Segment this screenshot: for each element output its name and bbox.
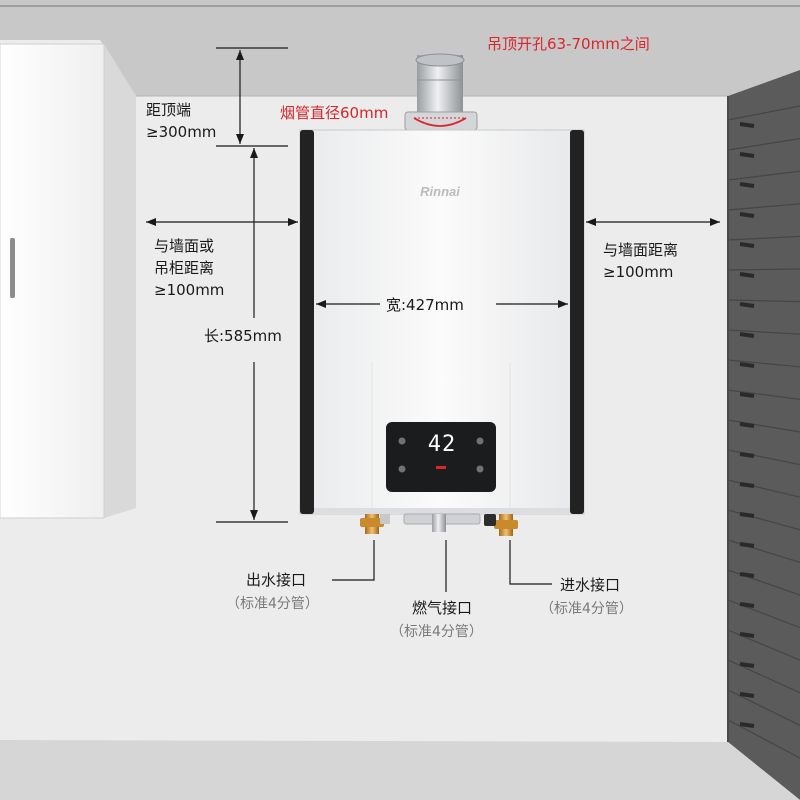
button-bottom-left[interactable] xyxy=(398,465,406,473)
flue-diameter-arc xyxy=(413,117,467,127)
flue-pipe-top xyxy=(415,53,465,67)
top-clearance-value: ≥300mm xyxy=(146,123,217,141)
tile-line xyxy=(727,299,800,303)
tile-grout xyxy=(739,422,755,428)
tile-line xyxy=(727,268,800,271)
arrow-top-clearance-down xyxy=(236,134,244,144)
temperature-display: 42 xyxy=(427,432,457,457)
button-bottom-right[interactable] xyxy=(476,465,484,473)
right-clearance-line1: 与墙面距离 xyxy=(603,241,679,259)
tile-grout xyxy=(739,362,755,368)
brand-logo: Rinnai xyxy=(420,184,460,199)
ceiling-hole-label: 吊顶开孔63-70mm之间 xyxy=(487,35,650,53)
tile-grout xyxy=(739,242,755,248)
tile-grout xyxy=(739,632,755,638)
arrow-left-clearance-left xyxy=(146,218,156,226)
tile-grout xyxy=(739,692,755,698)
arrow-length-down xyxy=(250,510,258,520)
arrow-length-up xyxy=(250,148,258,158)
right-wall-tiles xyxy=(727,105,800,759)
mounting-bracket xyxy=(404,111,478,131)
tile-line xyxy=(727,329,800,335)
tile-line xyxy=(727,479,800,498)
tile-grout xyxy=(739,452,755,458)
tile-line xyxy=(727,449,800,466)
gas-inlet-label: 燃气接口 xyxy=(412,599,473,617)
water-outlet-leader xyxy=(332,540,375,581)
ceiling xyxy=(0,0,800,96)
tile-grout xyxy=(739,302,755,308)
arrow-width-left xyxy=(316,300,326,308)
flue-diameter-label: 烟管直径60mm xyxy=(278,103,391,123)
arrow-left-clearance-right xyxy=(288,218,298,226)
left-clearance-line2: 吊柜距离 xyxy=(154,259,215,277)
tile-line xyxy=(727,138,800,151)
cabinet-side xyxy=(104,44,136,518)
tile-grout xyxy=(739,602,755,608)
water-inlet-spec: （标准4分管） xyxy=(540,601,633,617)
water-outlet-spec: （标准4分管） xyxy=(226,596,319,612)
button-top-left[interactable] xyxy=(398,437,406,445)
wall-cabinet xyxy=(0,43,105,519)
tile-line xyxy=(727,235,800,241)
control-panel xyxy=(386,422,496,492)
tile-line xyxy=(727,719,800,759)
water-inlet-label: 进水接口 xyxy=(560,576,621,594)
tile-line xyxy=(727,539,800,563)
tile-grout xyxy=(739,122,755,128)
gas-inlet-spec: （标准4分管） xyxy=(390,624,483,640)
gas-inlet-pipe xyxy=(432,514,446,532)
tile-grout xyxy=(739,722,755,728)
tile-grout xyxy=(739,332,755,338)
top-clearance-title: 距顶端 xyxy=(146,101,192,119)
tile-grout xyxy=(739,212,755,218)
bottom-trim xyxy=(314,508,570,514)
tile-line xyxy=(727,170,800,181)
arrow-top-clearance-up xyxy=(236,50,244,60)
width-label: 宽:427mm xyxy=(386,296,464,314)
tile-line xyxy=(727,419,800,433)
button-top-right[interactable] xyxy=(476,437,484,445)
right-side-panel xyxy=(570,130,584,514)
flame-indicator xyxy=(436,466,446,469)
water-outlet-label: 出水接口 xyxy=(246,571,307,589)
tile-line xyxy=(727,509,800,531)
tile-grout xyxy=(739,542,755,548)
tile-line xyxy=(727,359,800,368)
arrow-right-clearance-left xyxy=(586,218,596,226)
left-side-panel xyxy=(300,130,314,514)
right-clearance-value: ≥100mm xyxy=(603,263,674,281)
length-label: 长:585mm xyxy=(202,326,284,346)
tile-line xyxy=(727,203,800,211)
tile-grout xyxy=(739,572,755,578)
left-clearance-value: ≥100mm xyxy=(154,281,225,299)
water-outlet-nut xyxy=(360,518,384,527)
tile-grout xyxy=(739,392,755,398)
water-outlet-tap xyxy=(380,514,390,524)
cabinet-handle xyxy=(10,238,15,298)
tile-line xyxy=(727,389,800,400)
left-clearance-line1: 与墙面或 xyxy=(154,237,215,255)
tile-grout xyxy=(739,272,755,278)
tile-grout xyxy=(739,152,755,158)
tile-grout xyxy=(739,512,755,518)
floor xyxy=(0,740,800,800)
water-inlet-valve xyxy=(484,514,496,526)
tile-grout xyxy=(739,482,755,488)
arrow-right-clearance-right xyxy=(710,218,720,226)
tile-grout xyxy=(739,662,755,668)
tile-grout xyxy=(739,182,755,188)
tile-line xyxy=(727,105,800,121)
arrow-width-right xyxy=(558,300,568,308)
right-wall xyxy=(728,70,800,800)
water-inlet-nut xyxy=(494,520,518,529)
water-inlet-leader xyxy=(509,540,552,585)
